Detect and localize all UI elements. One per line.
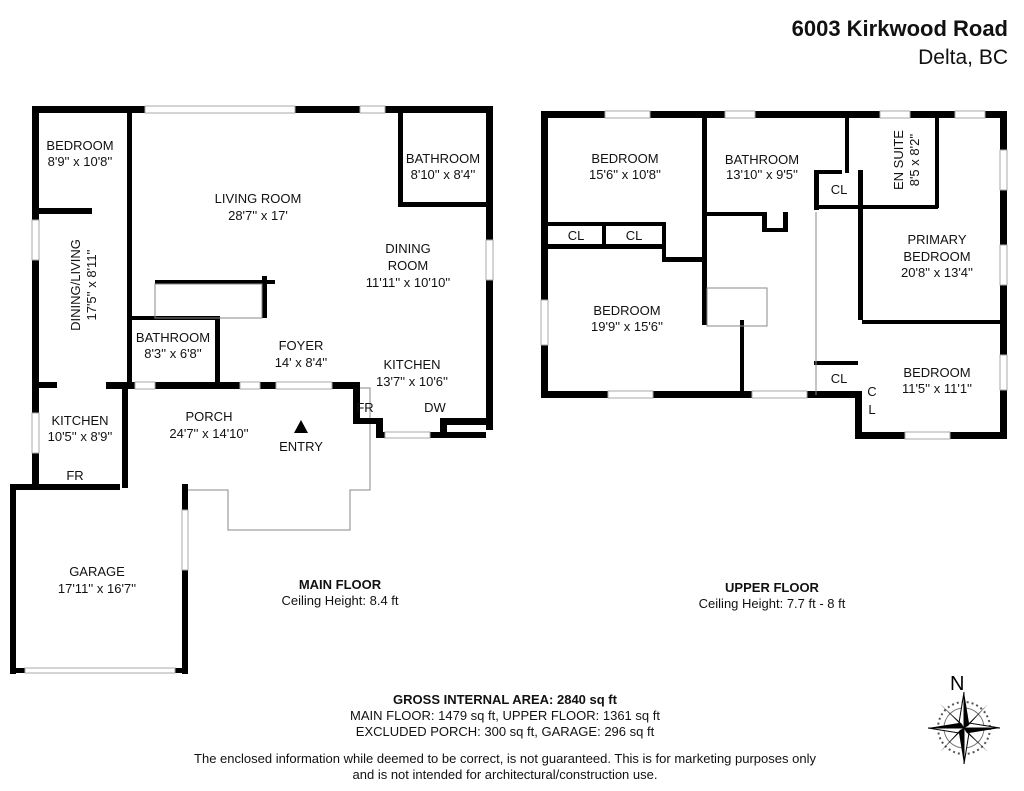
compass-rose-icon bbox=[927, 691, 1001, 765]
disclaimer-line-1: The enclosed information while deemed to… bbox=[194, 751, 816, 766]
upper-floor-ceiling: Ceiling Height: 7.7 ft - 8 ft bbox=[698, 596, 846, 611]
room-size: 28'7'' x 17' bbox=[228, 208, 288, 223]
staircase bbox=[154, 276, 275, 319]
room-name: BEDROOM bbox=[593, 303, 660, 318]
closet-label: CL bbox=[568, 228, 585, 243]
main-floor-ceiling: Ceiling Height: 8.4 ft bbox=[281, 593, 399, 608]
upper-floor-plan bbox=[540, 110, 1008, 440]
main-floor-caption: MAIN FLOOR Ceiling Height: 8.4 ft bbox=[250, 577, 430, 609]
address-title: 6003 Kirkwood Road bbox=[791, 16, 1008, 41]
floor-areas: MAIN FLOOR: 1479 sq ft, UPPER FLOOR: 136… bbox=[350, 708, 660, 723]
upper-floor-title: UPPER FLOOR bbox=[725, 580, 819, 595]
room-name: BEDROOM bbox=[903, 365, 970, 380]
window bbox=[31, 412, 40, 454]
room-size: 24'7'' x 14'10'' bbox=[169, 426, 248, 441]
upper-floor-caption: UPPER FLOOR Ceiling Height: 7.7 ft - 8 f… bbox=[672, 580, 872, 612]
room-size: 17'11'' x 16'7'' bbox=[58, 581, 136, 596]
fridge-label: FR bbox=[356, 400, 373, 415]
room-size: 17'5'' x 8'11'' bbox=[84, 249, 99, 320]
room-size: 8'10'' x 8'4'' bbox=[411, 167, 476, 182]
porch-outline bbox=[127, 387, 371, 531]
closet-label: C bbox=[867, 384, 876, 399]
room-name: BEDROOM bbox=[903, 249, 970, 264]
room-name: BATHROOM bbox=[725, 152, 799, 167]
room-size: 8'5 x 8'2'' bbox=[907, 134, 922, 187]
closet-label: CL bbox=[626, 228, 643, 243]
closet-label: CL bbox=[831, 182, 848, 197]
window bbox=[485, 239, 494, 281]
room-size: 8'9'' x 10'8'' bbox=[48, 154, 113, 169]
window bbox=[144, 105, 296, 114]
city-subtitle: Delta, BC bbox=[918, 46, 1008, 69]
room-size: 20'8'' x 13'4'' bbox=[901, 265, 973, 280]
entry-arrow-icon bbox=[294, 420, 308, 433]
entry-label: ENTRY bbox=[279, 439, 323, 454]
window bbox=[31, 219, 40, 261]
room-name: BEDROOM bbox=[46, 138, 113, 153]
room-name: EN SUITE bbox=[891, 130, 906, 190]
room-name: KITCHEN bbox=[383, 357, 440, 372]
fridge-label: FR bbox=[66, 468, 83, 483]
room-name: PORCH bbox=[186, 409, 233, 424]
excluded-areas: EXCLUDED PORCH: 300 sq ft, GARAGE: 296 s… bbox=[355, 724, 655, 739]
closet-label: CL bbox=[831, 371, 848, 386]
room-size: 11'11'' x 10'10'' bbox=[366, 275, 451, 290]
room-name: GARAGE bbox=[69, 564, 125, 579]
room-name: FOYER bbox=[279, 338, 324, 353]
room-size: 19'9'' x 15'6'' bbox=[591, 319, 663, 334]
room-size: 8'3'' x 6'8'' bbox=[144, 346, 202, 361]
room-name: KITCHEN bbox=[51, 413, 108, 428]
room-size: 14' x 8'4'' bbox=[275, 355, 328, 370]
room-name: BATHROOM bbox=[406, 151, 480, 166]
room-name: BATHROOM bbox=[136, 330, 210, 345]
main-floor-title: MAIN FLOOR bbox=[298, 577, 382, 592]
room-size: 13'7'' x 10'6'' bbox=[376, 374, 448, 389]
main-floor-plan bbox=[10, 105, 494, 674]
gross-area: GROSS INTERNAL AREA: 2840 sq ft bbox=[393, 692, 617, 707]
room-size: 11'5'' x 11'1'' bbox=[902, 381, 972, 396]
room-name: DINING/LIVING bbox=[68, 239, 83, 331]
room-size: 10'5'' x 8'9'' bbox=[48, 429, 113, 444]
room-name: DINING bbox=[385, 241, 431, 256]
room-size: 15'6'' x 10'8'' bbox=[589, 167, 661, 182]
dishwasher-label: DW bbox=[424, 400, 446, 415]
room-name: BEDROOM bbox=[591, 151, 658, 166]
room-size: 13'10'' x 9'5'' bbox=[726, 167, 798, 182]
room-name: ROOM bbox=[388, 258, 428, 273]
room-name: LIVING ROOM bbox=[215, 191, 302, 206]
window bbox=[359, 105, 386, 114]
garage-door bbox=[24, 667, 176, 674]
compass-north-label: N bbox=[950, 673, 964, 695]
room-name: PRIMARY bbox=[908, 232, 967, 247]
disclaimer-line-2: and is not intended for architectural/co… bbox=[352, 767, 658, 782]
closet-label: L bbox=[868, 402, 875, 417]
